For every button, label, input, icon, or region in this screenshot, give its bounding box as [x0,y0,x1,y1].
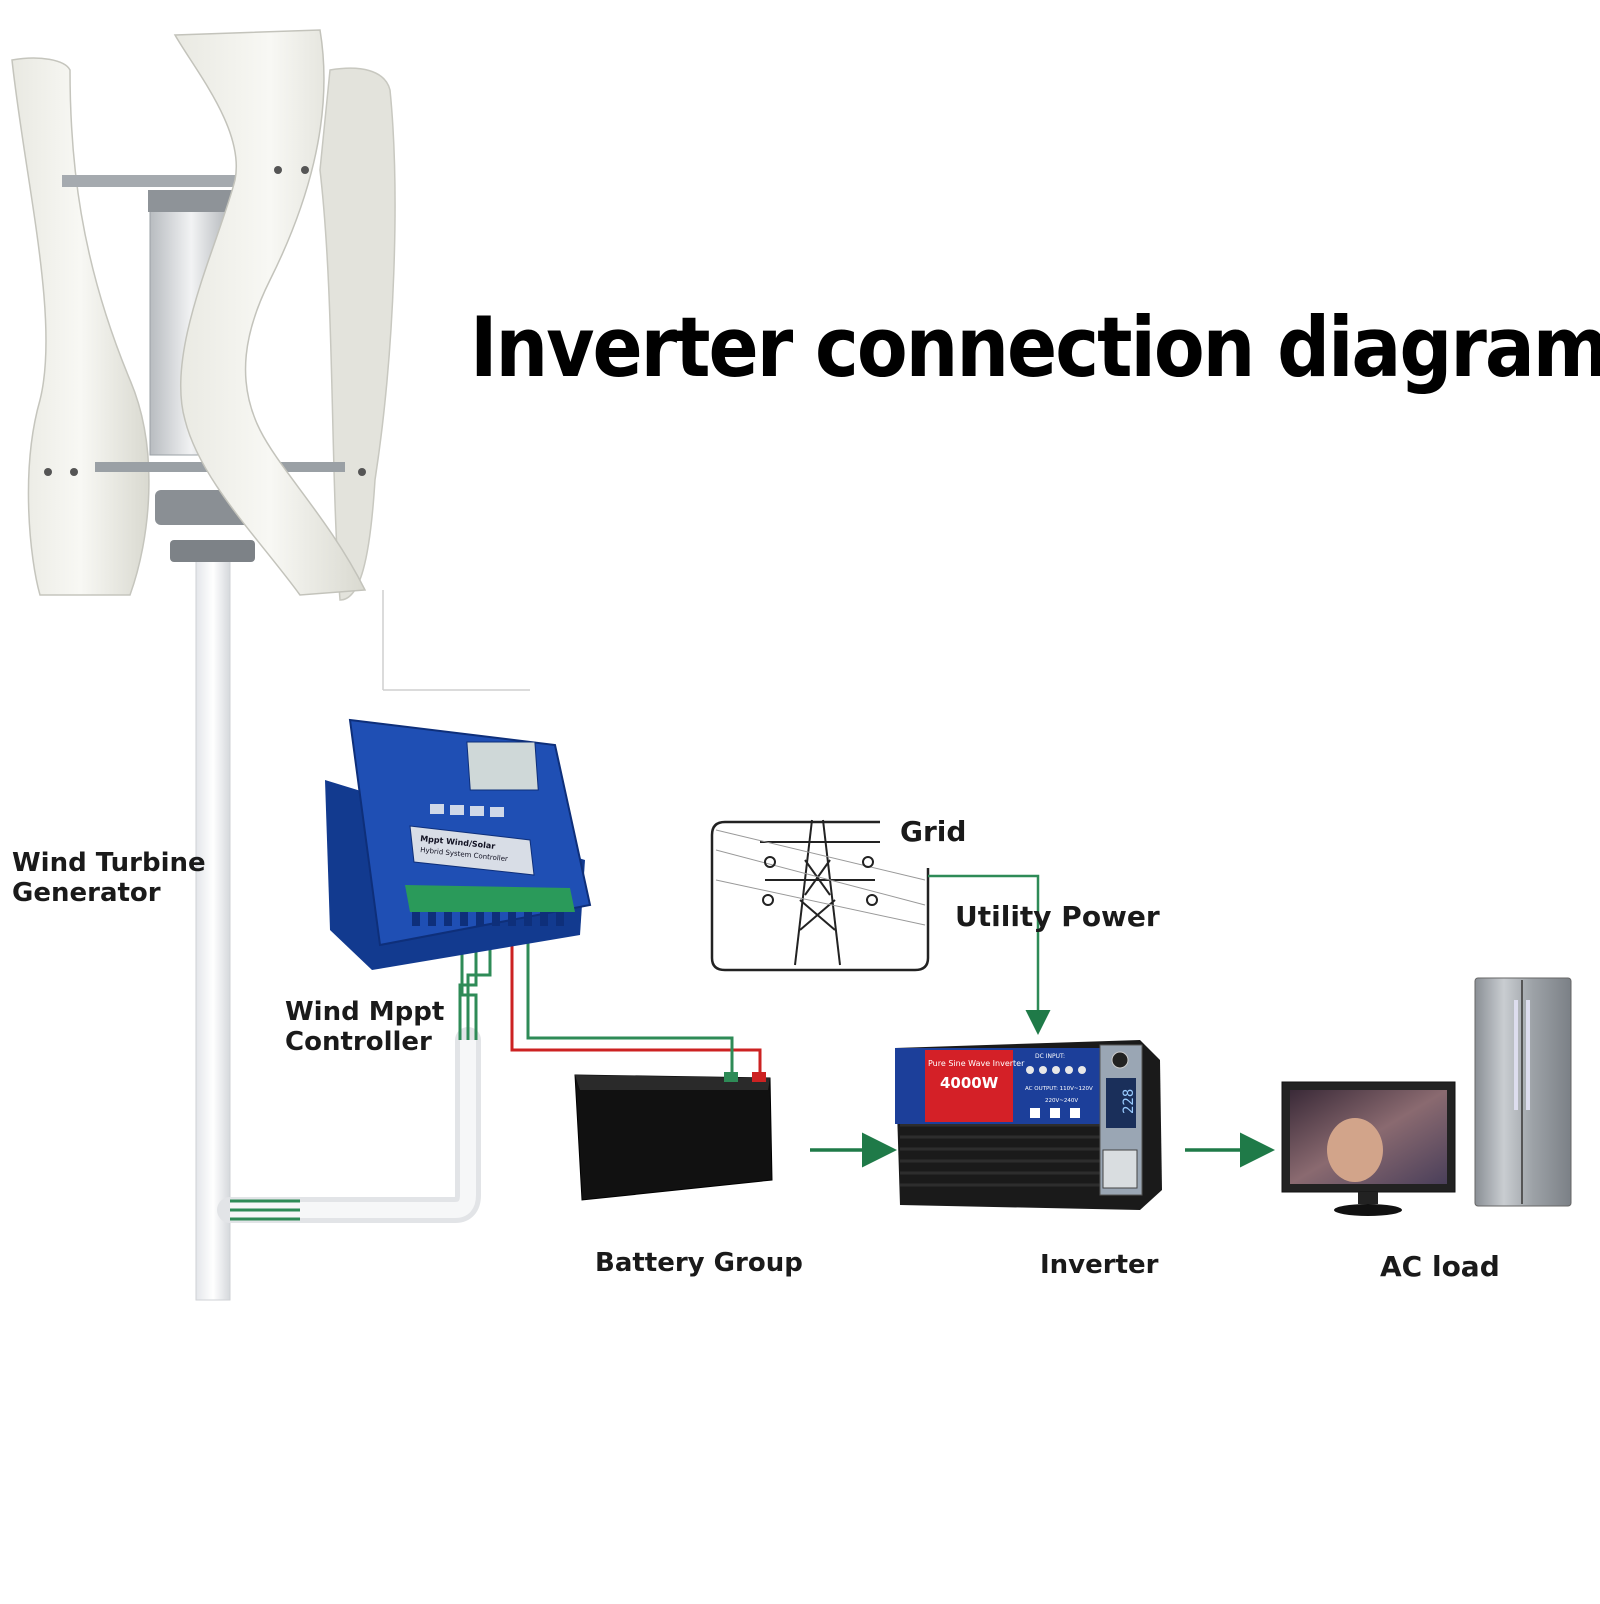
battery-terminal-pos [752,1072,766,1082]
turbine-blade-back [319,67,396,601]
label-utility-power: Utility Power [955,900,1160,933]
turbine-to-controller-cable [217,935,492,1223]
controller-label-panel [409,825,535,876]
battery-group-image [574,1072,773,1201]
turbine-arm-top [62,175,242,187]
inverter-display-value: 228 [1121,1089,1137,1114]
grid-frame [710,820,930,972]
label-battery-group: Battery Group [595,1248,803,1278]
label-wind-turbine-line1: Wind Turbine [12,848,206,878]
ac-load-image [1281,977,1572,1216]
turbine-pole [195,559,231,1301]
label-controller-line1: Wind Mppt [285,997,445,1027]
controller-buttons [430,804,504,817]
inverter-brand-text: Pure Sine Wave Inverter [928,1059,1025,1068]
inverter-panel-red [925,1050,1013,1122]
inverter-ac-output-text: AC OUTPUT: 110V~120V [1025,1086,1093,1092]
battery-terminal-neg [724,1072,738,1082]
turbine-blade-left [11,57,150,596]
label-wind-turbine-line2: Generator [12,878,161,908]
label-inverter: Inverter [1040,1250,1159,1280]
power-tower-icon [715,819,926,966]
tv-stand [1334,1204,1402,1216]
controller-lcd [466,741,539,791]
mppt-controller-image: Mppt Wind/Solar Hybrid System Controller [325,718,592,970]
inverter-outlet [1102,1149,1138,1189]
label-grid: Grid [900,815,967,848]
controller-to-battery-wires [510,940,762,1080]
inverter-image: Pure Sine Wave Inverter 4000W DC INPUT: … [895,1040,1162,1210]
diagram-title: Inverter connection diagram [470,300,1600,397]
label-wind-mppt-controller: Wind Mppt Controller [285,997,444,1057]
label-controller-line2: Controller [285,1027,432,1057]
inverter-dc-input-text: DC INPUT: [1035,1053,1065,1060]
inverter-power-text: 4000W [940,1074,999,1092]
inverter-display [1106,1078,1136,1128]
label-wind-turbine-generator: Wind Turbine Generator [12,848,206,908]
label-ac-load: AC load [1380,1250,1500,1283]
turbine-blade-front [173,29,367,596]
inverter-ac-output-text-2: 220V~240V [1045,1098,1078,1104]
utility-power-line [928,874,1040,968]
controller-terminals [405,885,575,912]
grid-image [710,819,930,972]
wind-turbine-image [11,29,530,1301]
